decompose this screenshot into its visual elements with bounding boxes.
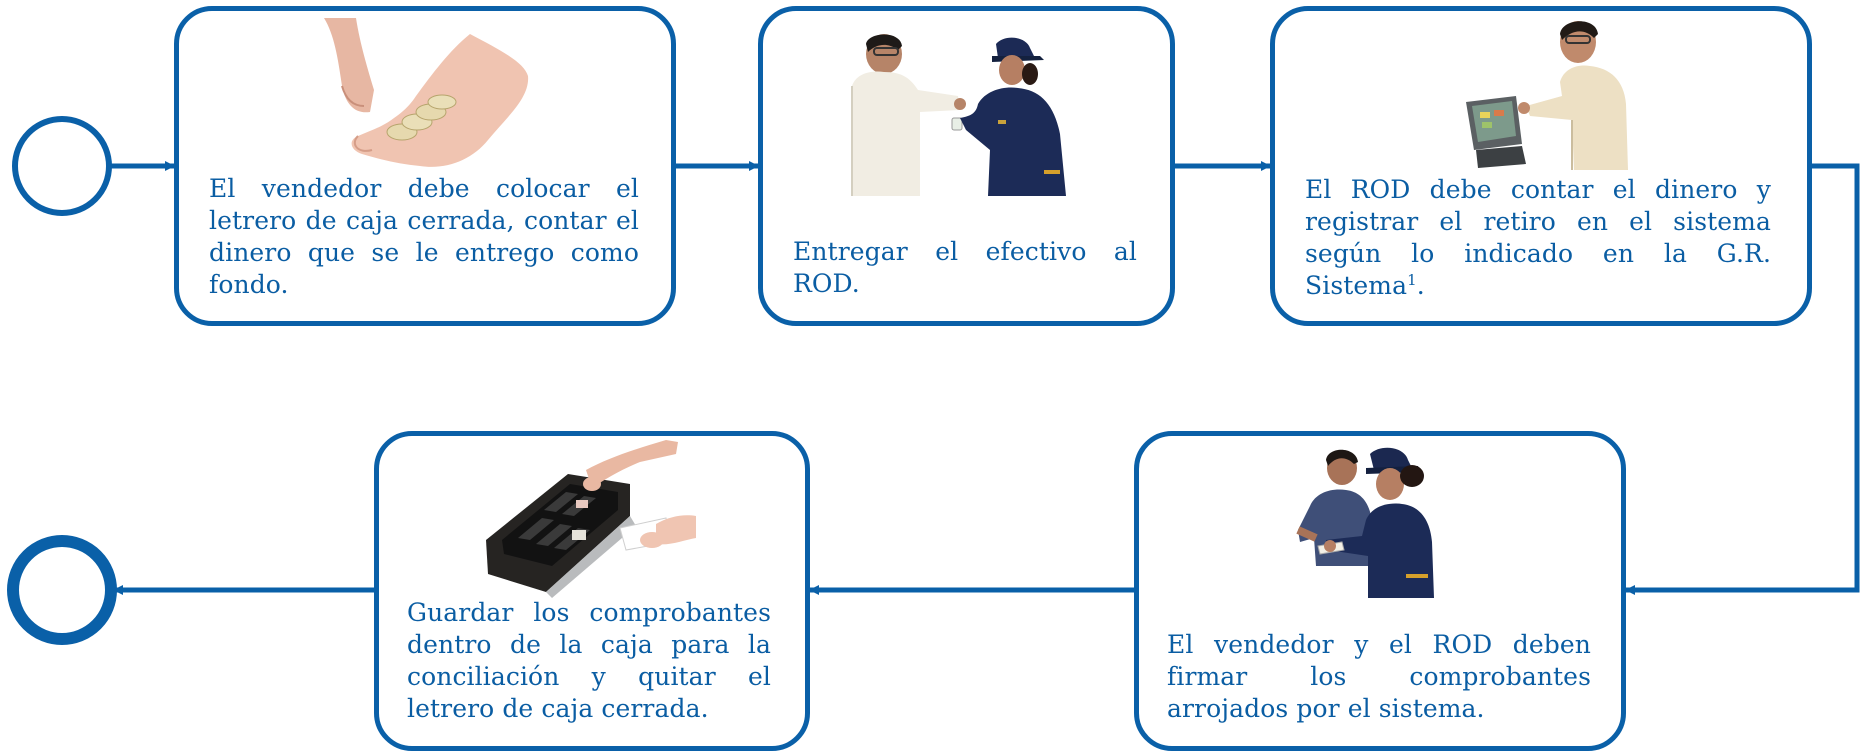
hand-counting-coins-icon [324, 18, 529, 167]
connector-step3-to-step4 [1625, 163, 1860, 595]
cashier-handing-cash-icon [851, 34, 1066, 196]
step-5-text: Guardar los comprobantes dentro de la ca… [407, 598, 771, 723]
step-3-text: El ROD debe contar el dinero y registrar… [1305, 174, 1771, 302]
start-event-icon [12, 116, 112, 216]
manager-at-pos-terminal-icon [1466, 21, 1628, 170]
step-3-box [1270, 6, 1812, 326]
cash-drawer-receipts-icon [486, 440, 696, 598]
step-2-box [758, 6, 1175, 326]
step-2-text: Entregar el efectivo al ROD. [793, 237, 1137, 298]
step-3-footnote-ref: 1 [1407, 271, 1417, 289]
two-people-signing-icon [1296, 447, 1434, 598]
step-3-text-main: El ROD debe contar el dinero y registrar… [1305, 175, 1771, 300]
end-event-icon [7, 535, 117, 645]
step-1-text: El vendedor debe colocar el letrero de c… [209, 174, 639, 299]
step-3-text-tail: . [1416, 271, 1425, 300]
step-4-text: El vendedor y el ROD deben firmar los co… [1167, 630, 1591, 723]
